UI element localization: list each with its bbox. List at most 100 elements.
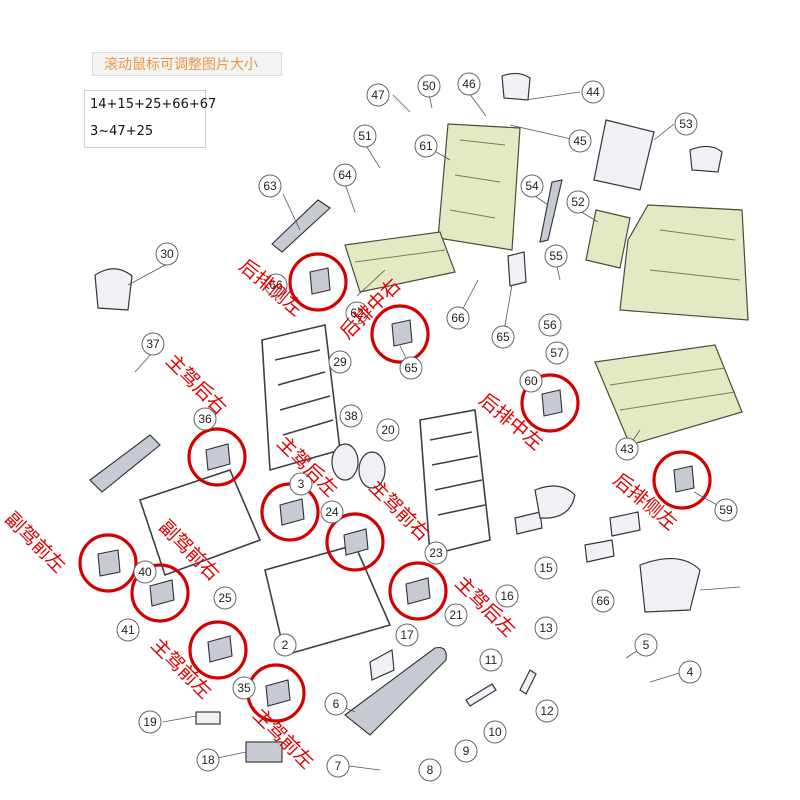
callout-57: 60 <box>519 369 543 393</box>
svg-text:25: 25 <box>218 591 232 605</box>
svg-text:4: 4 <box>687 665 694 679</box>
svg-text:44: 44 <box>586 85 600 99</box>
callout-30: 36 <box>193 407 217 431</box>
callout-8: 8 <box>418 758 442 782</box>
callout-20: 20 <box>376 418 400 442</box>
link-12 <box>519 669 537 695</box>
bracket-15 <box>514 511 543 535</box>
svg-text:61: 61 <box>419 139 433 153</box>
svg-text:5: 5 <box>643 638 650 652</box>
rear-center-armrest <box>585 209 631 269</box>
ring-23 <box>388 561 448 621</box>
callout-40: 43 <box>615 437 639 461</box>
svg-text:56: 56 <box>543 318 557 332</box>
callout-47: 51 <box>353 124 377 148</box>
bracket-66 <box>584 539 615 563</box>
clip-parts <box>97 267 695 707</box>
svg-text:15: 15 <box>539 561 553 575</box>
svg-text:57: 57 <box>550 346 564 360</box>
callout-53: 55 <box>544 244 568 268</box>
ring-65 <box>288 252 348 312</box>
pad-17 <box>369 649 395 681</box>
callout-56: 59 <box>714 498 738 522</box>
callout-6: 6 <box>324 692 348 716</box>
part-formula-line-2: 3~47+25 <box>90 124 154 139</box>
callout-66: 66 <box>591 589 615 613</box>
svg-text:2: 2 <box>282 638 289 652</box>
callout-5: 5 <box>634 633 658 657</box>
callout-29: 35 <box>232 676 256 700</box>
leader-lines <box>127 91 741 771</box>
highlight-rings <box>78 252 712 723</box>
svg-text:17: 17 <box>400 628 414 642</box>
callout-65: 66 <box>264 273 288 297</box>
svg-text:11: 11 <box>485 653 498 667</box>
svg-text:13: 13 <box>539 621 553 635</box>
callout-11: 11 <box>479 648 503 672</box>
callout-19: 19 <box>138 710 162 734</box>
svg-text:20: 20 <box>381 423 395 437</box>
ring-57 <box>520 373 580 433</box>
callout-41: 44 <box>581 80 605 104</box>
cover-20 <box>358 451 386 489</box>
callout-45: 47 <box>366 83 390 107</box>
callout-43: 45 <box>568 129 592 153</box>
svg-text:50: 50 <box>422 79 436 93</box>
callout-2: 2 <box>273 633 297 657</box>
rear-seat-back-right <box>619 204 749 321</box>
svg-text:36: 36 <box>198 412 212 426</box>
label-passenger-front-left: 副驾前左 <box>0 508 69 577</box>
side-shield-6 <box>344 646 447 736</box>
svg-text:37: 37 <box>146 337 160 351</box>
svg-text:66: 66 <box>596 594 610 608</box>
callout-13: 13 <box>534 616 558 640</box>
front-seat-frame-right <box>419 409 491 557</box>
svg-text:8: 8 <box>427 763 434 777</box>
part-formula-line-1: 14+15+25+66+67 <box>90 97 217 112</box>
callout-60: 63 <box>258 174 282 198</box>
svg-text:23: 23 <box>429 546 443 560</box>
callout-37: 40 <box>133 560 157 584</box>
callout-10: 10 <box>483 720 507 744</box>
svg-text:7: 7 <box>335 759 342 773</box>
svg-text:45: 45 <box>573 134 587 148</box>
zoom-hint-bar <box>92 52 282 76</box>
callout-7: 7 <box>326 754 350 778</box>
ring-passenger-front-left <box>78 533 138 593</box>
svg-text:46: 46 <box>462 77 476 91</box>
callout-17: 17 <box>395 623 419 647</box>
side-trim-left <box>89 434 161 493</box>
callout-55: 57 <box>545 341 569 365</box>
ring-25 <box>188 620 248 680</box>
callout-38: 41 <box>116 618 140 642</box>
svg-text:41: 41 <box>121 623 135 637</box>
label-driver-front-right: 主驾前右 <box>364 476 433 545</box>
ring-37 <box>130 563 190 623</box>
ring-64 <box>370 304 430 364</box>
ring-24 <box>325 512 385 572</box>
zoom-hint-text: 滚动鼠标可调整图片大小 <box>104 57 258 73</box>
svg-text:65: 65 <box>496 330 510 344</box>
svg-text:62: 62 <box>350 306 364 320</box>
svg-text:54: 54 <box>525 179 539 193</box>
bracket-14 <box>534 485 576 519</box>
callout-18: 18 <box>196 748 220 772</box>
svg-text:64: 64 <box>338 168 352 182</box>
rear-seat-cushion-left <box>344 231 456 293</box>
part-formula-box <box>84 90 206 148</box>
svg-text:47: 47 <box>371 88 385 102</box>
svg-text:16: 16 <box>500 589 514 603</box>
svg-text:51: 51 <box>358 129 372 143</box>
svg-text:40: 40 <box>138 565 152 579</box>
callout-51: 53 <box>674 112 698 136</box>
callout-35: 37 <box>141 332 165 356</box>
svg-text:55: 55 <box>549 249 563 263</box>
rear-seat-back-left <box>437 123 521 251</box>
bracket-24 <box>609 511 641 537</box>
callout-24: 24 <box>320 500 344 524</box>
rear-back-panel <box>593 119 655 191</box>
headrest-rear-41 <box>501 72 531 101</box>
svg-text:65: 65 <box>404 361 418 375</box>
svg-text:60: 60 <box>524 374 538 388</box>
